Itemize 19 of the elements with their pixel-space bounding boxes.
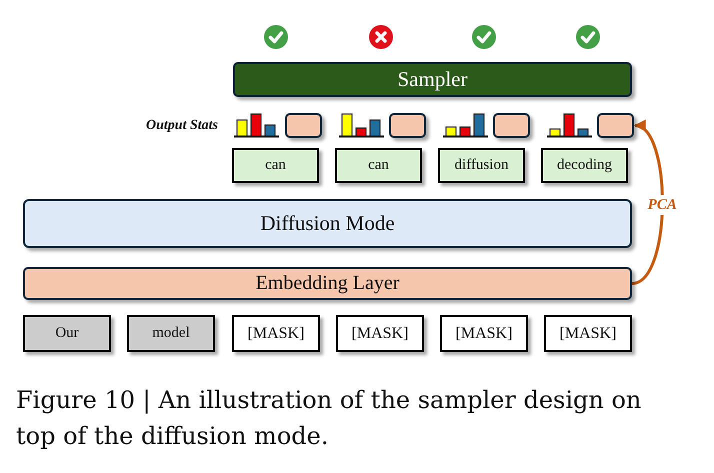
layer-box: Diffusion Mode	[23, 199, 632, 248]
stats-box	[597, 113, 634, 138]
token-box: [MASK]	[336, 315, 424, 352]
token-box: [MASK]	[544, 315, 632, 352]
output-token-box: can	[232, 148, 319, 183]
token-box: [MASK]	[440, 315, 528, 352]
stats-box	[389, 113, 426, 138]
layer-box: Embedding Layer	[23, 267, 632, 300]
output-token-box: can	[335, 148, 422, 183]
sampler-bar: Sampler	[233, 62, 632, 97]
output-token-box: diffusion	[438, 148, 525, 183]
token-box: model	[127, 315, 215, 352]
stats-box	[493, 113, 530, 138]
row-label: Output Stats	[145, 117, 218, 135]
figure-caption: Figure 10 | An illustration of the sampler design on top of the diffusion mode.	[16, 385, 642, 452]
output-token-box: decoding	[541, 148, 628, 183]
token-box: Our	[23, 315, 111, 352]
stats-box	[285, 113, 322, 138]
token-box: [MASK]	[232, 315, 320, 352]
